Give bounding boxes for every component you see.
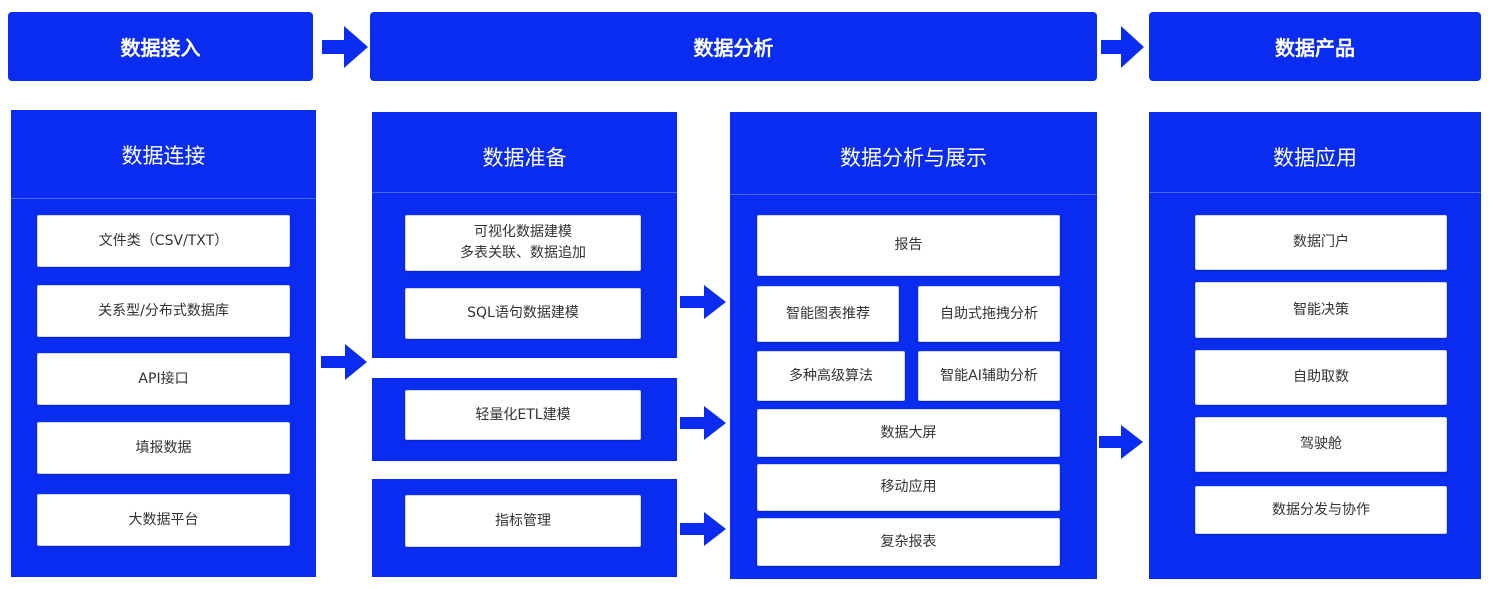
divider [11, 198, 316, 199]
analysis-ai-assist: 智能AI辅助分析 [918, 351, 1060, 401]
panel-analysis-display: 数据分析与展示 报告 智能图表推荐 自助式拖拽分析 多种高级算法 智能AI辅助分… [730, 112, 1097, 579]
panel-etl: 轻量化ETL建模 [372, 378, 677, 461]
connect-item: API接口 [37, 353, 290, 405]
arrow-right-icon [321, 344, 367, 380]
divider [372, 192, 677, 193]
apply-item: 数据门户 [1195, 215, 1447, 270]
panel-title: 数据连接 [121, 144, 206, 168]
arrow-right-icon [680, 512, 726, 546]
analysis-big-screen: 数据大屏 [757, 409, 1060, 457]
analysis-report: 报告 [757, 215, 1060, 276]
connect-item: 大数据平台 [37, 494, 290, 546]
analysis-smart-chart: 智能图表推荐 [757, 286, 899, 342]
panel-title: 数据分析与展示 [840, 146, 987, 170]
panel-data-preparation: 数据准备 可视化数据建模 多表关联、数据追加 SQL语句数据建模 [372, 112, 677, 358]
divider [1149, 192, 1481, 193]
prepare-etl: 轻量化ETL建模 [405, 390, 641, 440]
divider [730, 194, 1097, 195]
line: 可视化数据建模 [474, 224, 572, 240]
apply-item: 数据分发与协作 [1195, 486, 1447, 534]
panel-metrics: 指标管理 [372, 479, 677, 577]
stage-ingest: 数据接入 [8, 12, 313, 81]
arrow-right-icon [1101, 26, 1144, 68]
panel-title: 数据应用 [1273, 146, 1357, 170]
analysis-algorithms: 多种高级算法 [757, 351, 905, 401]
prepare-metrics: 指标管理 [405, 495, 641, 547]
analysis-mobile: 移动应用 [757, 464, 1060, 511]
analysis-complex-report: 复杂报表 [757, 518, 1060, 566]
analysis-self-drag: 自助式拖拽分析 [918, 286, 1060, 342]
arrow-right-icon [680, 285, 726, 319]
prepare-visual-modeling: 可视化数据建模 多表关联、数据追加 [405, 215, 641, 271]
apply-item: 驾驶舱 [1195, 417, 1447, 472]
connect-item: 填报数据 [37, 422, 290, 474]
connect-item: 关系型/分布式数据库 [37, 285, 290, 337]
panel-data-application: 数据应用 数据门户 智能决策 自助取数 驾驶舱 数据分发与协作 [1149, 112, 1481, 579]
arrow-right-icon [1099, 425, 1143, 459]
line: 多表关联、数据追加 [460, 245, 586, 261]
arrow-right-icon [322, 26, 368, 68]
stage-analysis: 数据分析 [370, 12, 1097, 81]
connect-item: 文件类（CSV/TXT） [37, 215, 290, 267]
stage-product: 数据产品 [1149, 12, 1481, 81]
prepare-sql-modeling: SQL语句数据建模 [405, 288, 641, 339]
apply-item: 智能决策 [1195, 282, 1447, 338]
arrow-right-icon [680, 406, 726, 440]
apply-item: 自助取数 [1195, 350, 1447, 405]
panel-title: 数据准备 [482, 146, 567, 170]
panel-data-connection: 数据连接 文件类（CSV/TXT） 关系型/分布式数据库 API接口 填报数据 … [11, 110, 316, 577]
